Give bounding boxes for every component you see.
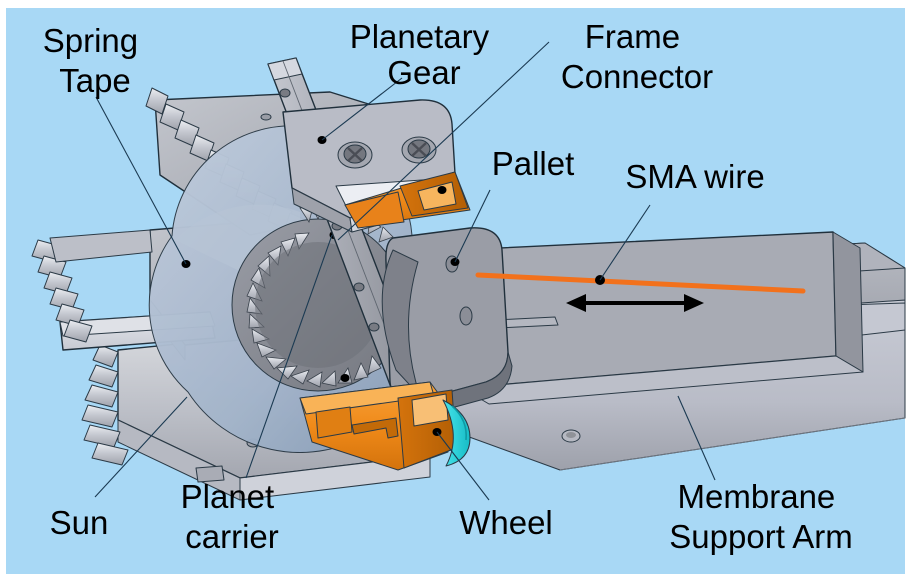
leader-sma-wire [599, 204, 651, 281]
label-membrane-support-arm: Membrane Support Arm [669, 478, 852, 555]
label-frame-connector-line1: Frame [585, 18, 680, 55]
component-orange-bracket-top [344, 171, 471, 229]
label-frame-connector: Frame Connector [561, 18, 713, 95]
actuation-double-arrow [566, 294, 704, 312]
label-wheel: Wheel [459, 504, 553, 541]
component-orange-bracket-bottom [299, 381, 457, 471]
label-planetary-gear: Planetary Gear [350, 18, 499, 91]
label-planetary-gear-line1: Planetary [350, 18, 490, 55]
label-planet-carrier-line1: Planet [181, 478, 275, 515]
label-pallet: Pallet [492, 145, 575, 182]
leader-frame-connector [337, 41, 550, 241]
label-wheel-line1: Wheel [459, 504, 553, 541]
component-wheel [432, 399, 471, 467]
label-pallet-line1: Pallet [492, 145, 575, 182]
leader-planetary-gear [321, 77, 403, 141]
labels-group: Spring Tape Planetary Gear Frame Connect… [43, 18, 853, 555]
label-sun: Sun [50, 504, 109, 541]
label-spring-tape: Spring Tape [43, 22, 148, 99]
label-sma-wire: SMA wire [625, 158, 764, 195]
label-frame-connector-line2: Connector [561, 58, 713, 95]
label-membrane-line1: Membrane [678, 478, 836, 515]
label-sun-line1: Sun [50, 504, 109, 541]
label-sma-wire-line1: SMA wire [625, 158, 764, 195]
leader-spring-tape [95, 96, 187, 265]
label-planet-carrier: Planet carrier [181, 478, 284, 555]
label-spring-tape-line1: Spring [43, 22, 138, 59]
sma-wire-line [475, 272, 806, 294]
label-planet-carrier-line2: carrier [185, 518, 279, 555]
label-membrane-line2: Support Arm [669, 518, 852, 555]
leader-membrane-arm [677, 395, 716, 481]
leader-planet-carrier [245, 234, 333, 479]
label-planetary-gear-line2: Gear [387, 54, 460, 91]
label-spring-tape-line2: Tape [59, 62, 131, 99]
leader-wheel [436, 431, 490, 501]
leader-pallet [454, 189, 491, 263]
spring-tape-teeth-lower [81, 344, 129, 466]
leader-lines [94, 41, 716, 501]
component-pallet [381, 227, 513, 417]
leader-sun [94, 396, 188, 498]
spring-tape-teeth-left [31, 239, 93, 343]
